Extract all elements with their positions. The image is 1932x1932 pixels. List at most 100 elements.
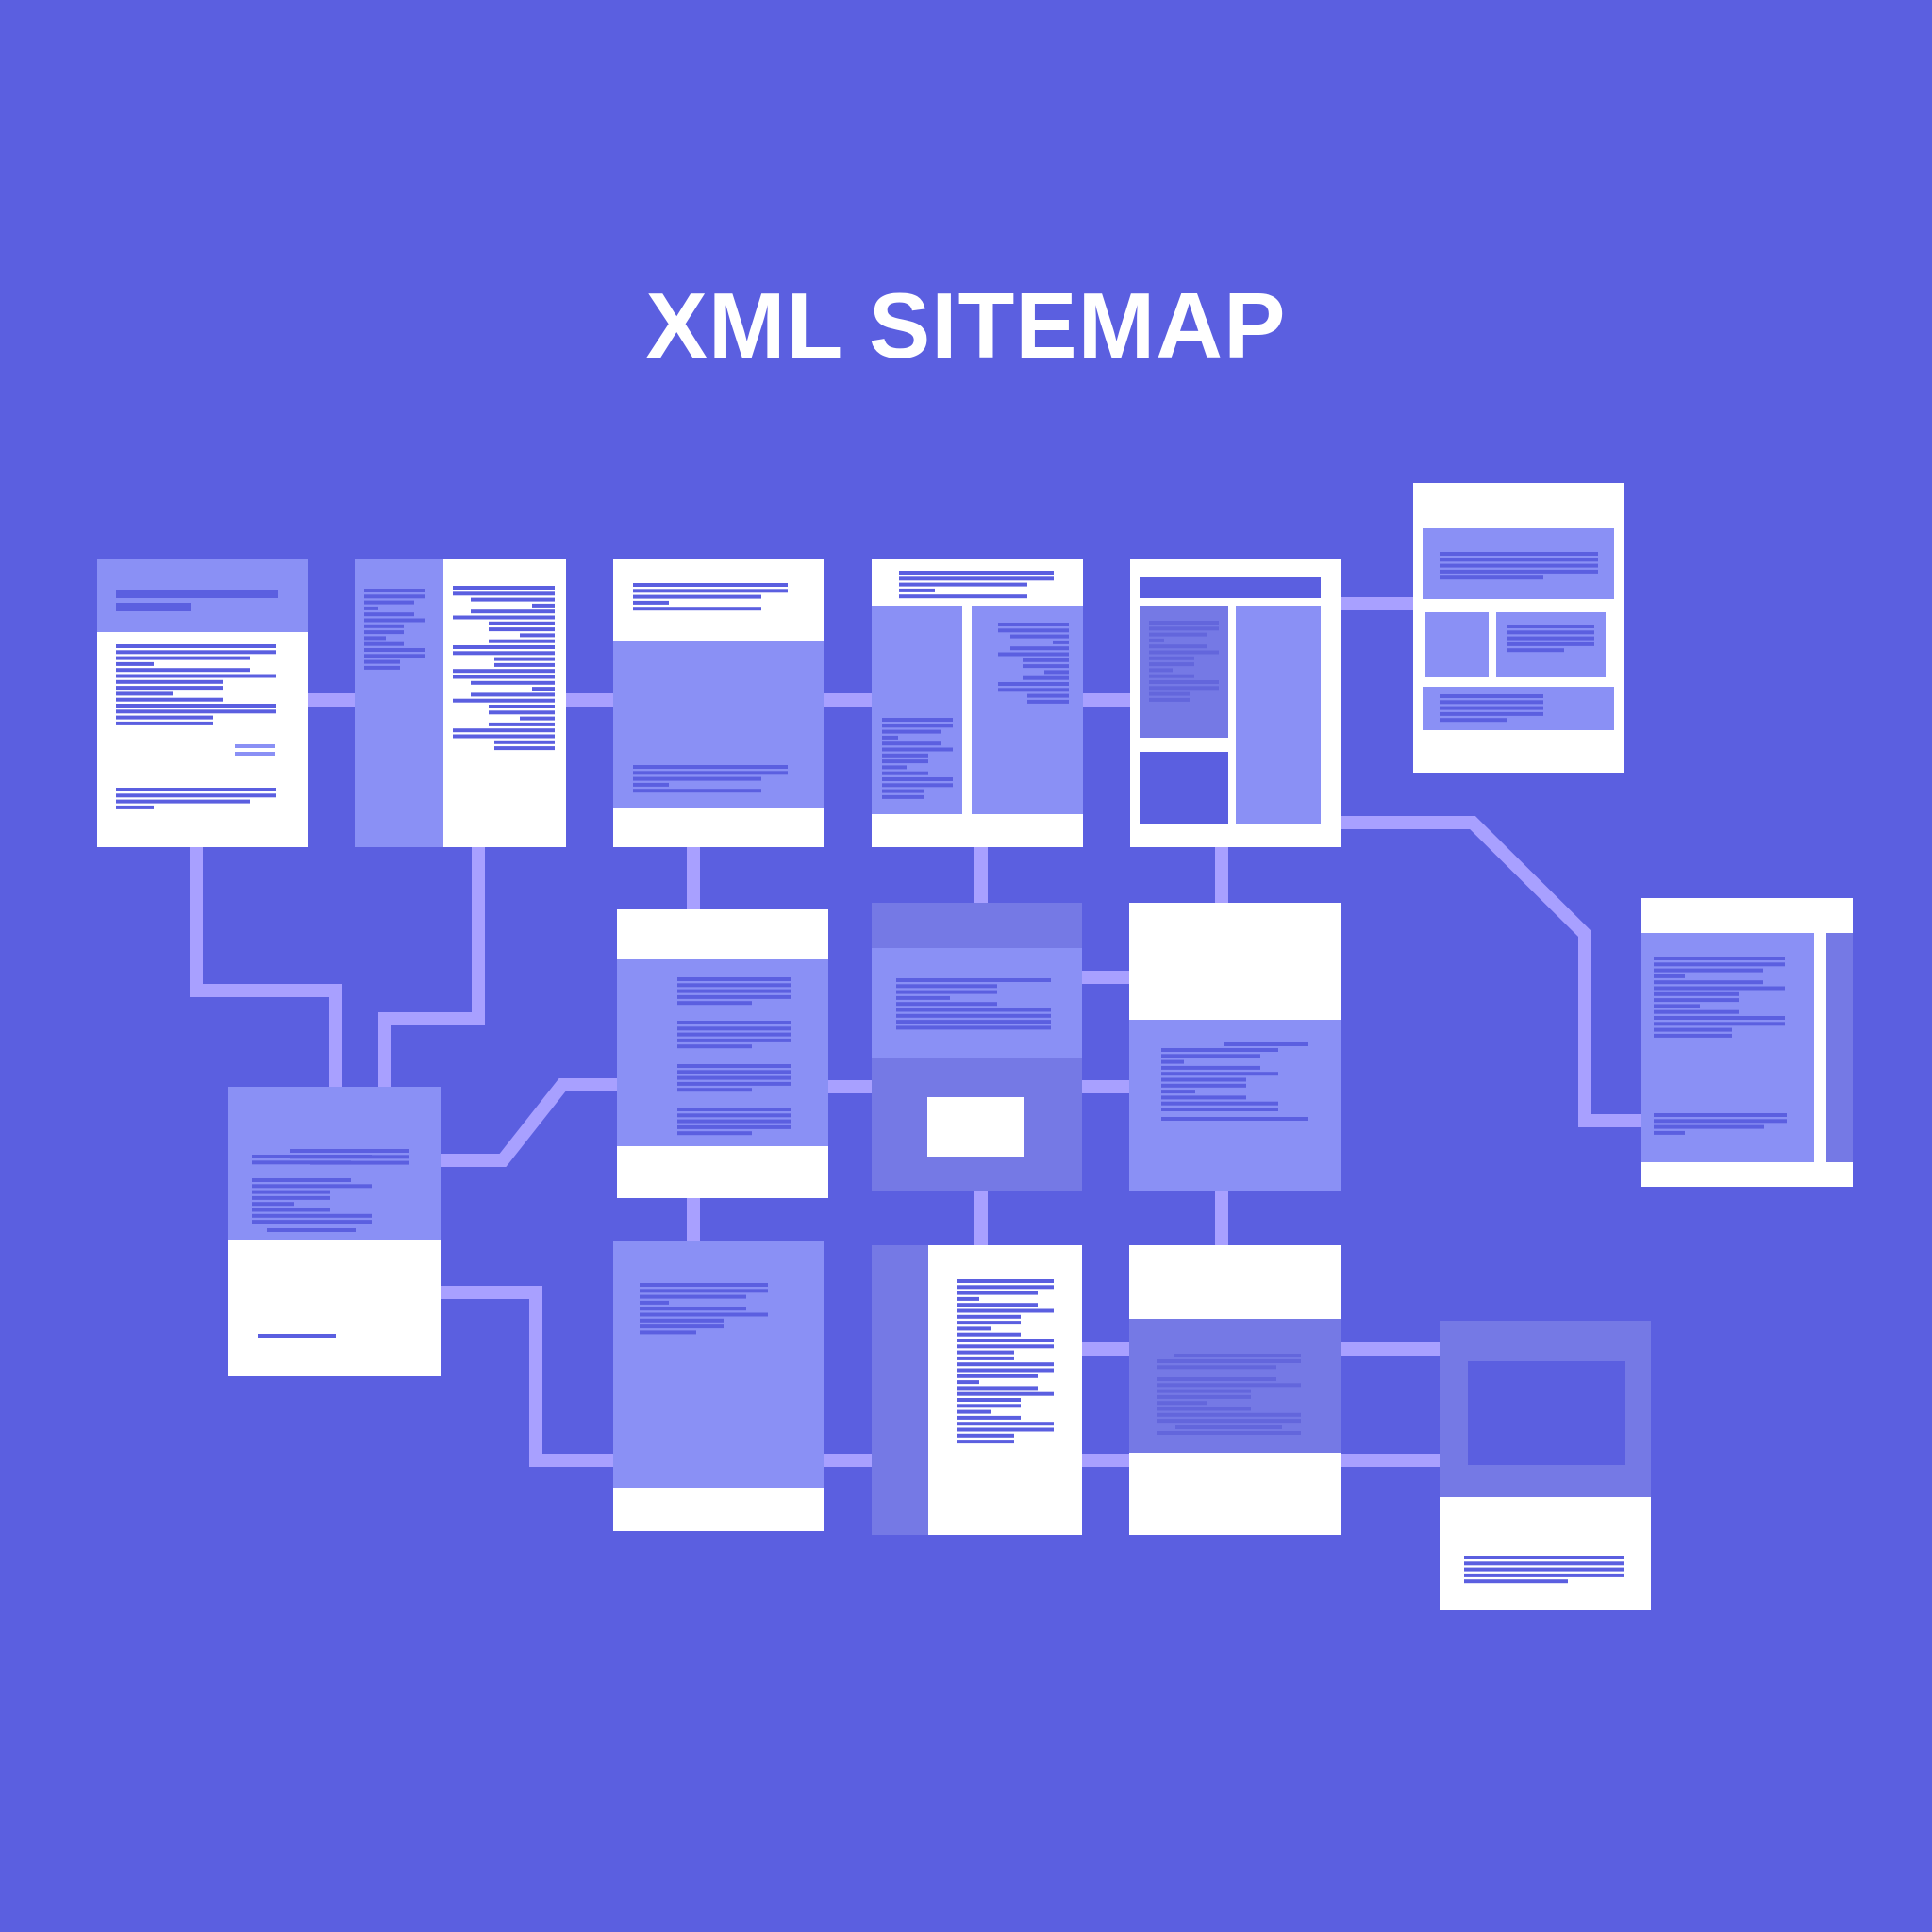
text-line-placeholder (957, 1433, 1014, 1438)
page-grid[interactable] (1413, 483, 1624, 773)
text-line-placeholder (633, 782, 669, 787)
text-line-placeholder (1654, 957, 1785, 960)
page-two-column[interactable] (872, 559, 1083, 847)
text-line-placeholder (1654, 1130, 1685, 1135)
text-line-placeholder (1010, 634, 1069, 639)
text-line-placeholder (116, 661, 154, 666)
page-article[interactable] (1641, 898, 1853, 1187)
content-block (927, 1097, 1024, 1157)
page-home[interactable] (97, 559, 308, 847)
text-line-placeholder (640, 1324, 724, 1329)
text-line-placeholder (1149, 650, 1219, 655)
page-faq[interactable] (617, 909, 828, 1198)
text-line-placeholder (364, 589, 425, 592)
text-line-placeholder (640, 1318, 724, 1323)
text-line-placeholder (957, 1415, 1021, 1420)
text-line-placeholder (364, 630, 404, 635)
page-gallery[interactable] (1440, 1321, 1651, 1610)
text-line-placeholder (1027, 693, 1069, 698)
text-line-placeholder (1507, 636, 1594, 641)
text-line-placeholder (1464, 1561, 1624, 1566)
text-line-placeholder (882, 783, 953, 788)
text-line-placeholder (453, 675, 555, 679)
text-line-placeholder (1149, 686, 1219, 691)
text-line-placeholder (1161, 1108, 1278, 1111)
text-line-placeholder (116, 715, 213, 720)
text-line-placeholder (899, 582, 1027, 587)
text-line-placeholder (1174, 1354, 1301, 1357)
text-line-placeholder (116, 793, 276, 798)
text-line-placeholder (1161, 1072, 1278, 1076)
text-line-placeholder (1654, 1009, 1739, 1014)
page-category[interactable] (228, 1087, 441, 1376)
text-line-placeholder (677, 1038, 791, 1042)
text-line-placeholder (640, 1307, 746, 1311)
text-line-placeholder (453, 651, 555, 656)
text-line-placeholder (1023, 664, 1069, 669)
page-landing[interactable] (613, 559, 824, 847)
text-line-placeholder (116, 668, 250, 673)
text-line-placeholder (1149, 644, 1207, 649)
text-line-placeholder (453, 734, 555, 739)
text-line-placeholder (116, 799, 250, 804)
text-line-placeholder (1224, 1042, 1308, 1046)
connector-line (190, 847, 342, 1087)
text-line-placeholder (116, 704, 276, 708)
text-line-placeholder (453, 586, 555, 590)
text-line-placeholder (1175, 1425, 1282, 1429)
text-line-placeholder (252, 1202, 294, 1207)
page-dashboard[interactable] (1130, 559, 1341, 847)
text-line-placeholder (471, 692, 555, 697)
text-line-placeholder (633, 771, 788, 775)
text-line-placeholder (1149, 662, 1194, 667)
text-line-placeholder (1507, 625, 1594, 628)
text-line-placeholder (1023, 675, 1069, 680)
text-line-placeholder (453, 728, 555, 733)
text-line-placeholder (677, 1032, 791, 1037)
text-line-placeholder (258, 1334, 336, 1338)
page-services[interactable] (613, 1241, 824, 1531)
page-contact[interactable] (1129, 903, 1341, 1191)
text-line-placeholder (899, 594, 1027, 599)
text-line-placeholder (1149, 638, 1164, 642)
text-line-placeholder (1149, 632, 1207, 637)
page-text-sidebar[interactable] (872, 1245, 1082, 1535)
content-block (1423, 528, 1614, 599)
page-media[interactable] (872, 903, 1082, 1191)
text-line-placeholder (957, 1291, 1038, 1295)
text-line-placeholder (1157, 1401, 1207, 1406)
text-line-placeholder (364, 612, 414, 617)
text-line-placeholder (957, 1362, 1054, 1367)
text-line-placeholder (998, 623, 1069, 626)
text-line-placeholder (896, 1008, 1051, 1012)
text-line-placeholder (252, 1160, 351, 1165)
text-line-placeholder (532, 687, 555, 691)
text-line-placeholder (252, 1155, 372, 1158)
page-blog[interactable] (355, 559, 566, 847)
text-line-placeholder (1157, 1412, 1301, 1417)
content-block (1140, 577, 1321, 598)
text-line-placeholder (494, 740, 555, 744)
text-line-placeholder (998, 652, 1069, 657)
text-line-placeholder (1464, 1556, 1624, 1559)
text-line-placeholder (896, 990, 997, 994)
text-line-placeholder (882, 794, 924, 799)
text-line-placeholder (1161, 1101, 1278, 1106)
text-line-placeholder (677, 1075, 791, 1080)
text-line-placeholder (633, 607, 761, 611)
text-line-placeholder (364, 600, 414, 605)
text-line-placeholder (235, 752, 275, 756)
text-line-placeholder (1157, 1394, 1251, 1399)
text-line-placeholder (1654, 1119, 1787, 1124)
text-line-placeholder (494, 746, 555, 751)
page-pricing[interactable] (1129, 1245, 1341, 1535)
text-line-placeholder (1023, 658, 1069, 662)
content-block (1468, 1361, 1625, 1465)
text-line-placeholder (957, 1391, 1054, 1396)
text-line-placeholder (1654, 991, 1739, 996)
text-line-placeholder (453, 591, 555, 596)
text-line-placeholder (453, 645, 555, 649)
text-line-placeholder (489, 722, 555, 726)
text-line-placeholder (899, 576, 1054, 581)
